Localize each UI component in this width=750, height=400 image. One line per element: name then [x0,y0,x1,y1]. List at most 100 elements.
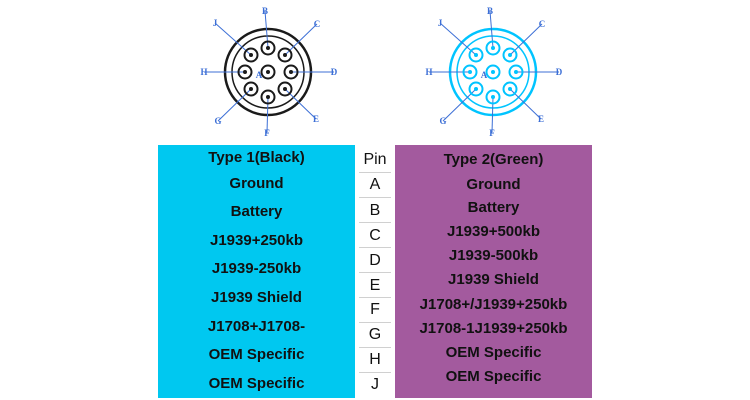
type1-pin-dot-E [283,87,287,91]
type2-pin-A [485,64,501,80]
type2-pin-C [502,47,518,63]
type1-leader-G [217,88,252,122]
type2-pin-J [468,47,484,63]
pin-e: E [369,277,381,294]
type2-pin-c: J1939+500kb [446,223,540,240]
pin-b: B [369,202,381,219]
pin-g: G [368,326,382,343]
pin-column: Pin A B C D E F G H J [355,145,395,398]
type1-pin-B [260,40,276,56]
type2-label-G: G [439,116,446,126]
pin-f: F [370,301,380,318]
type1-pin-J [243,47,259,63]
divider [359,297,391,298]
type2-pin-E [502,81,518,97]
type1-label-G: G [214,116,221,126]
type2-header: Type 2(Green) [443,151,544,168]
type2-connector-diagram: A B C D E F G H J [425,6,563,138]
type2-pin-b: Battery [467,199,520,216]
pin-header: Pin [363,151,387,168]
type2-label-J: J [438,18,443,28]
type1-pin-dot-J [249,53,253,57]
type1-leader-J [214,22,252,56]
type1-pin-C [277,47,293,63]
type2-pin-D [508,64,524,80]
divider [359,222,391,223]
type2-pin-dot-H [468,70,472,74]
type2-pin-dot-G [474,87,478,91]
type2-pin-dot-E [508,87,512,91]
type1-pin-dot-H [243,70,247,74]
type2-pin-dot-C [508,53,512,57]
type1-pin-dot-G [249,87,253,91]
type1-label-J: J [213,18,218,28]
type1-pin-dot-D [289,70,293,74]
type1-label-E: E [313,114,319,124]
divider [359,322,391,323]
type2-pin-j: OEM Specific [445,368,542,385]
type1-pin-E [277,81,293,97]
type2-pin-B [485,40,501,56]
type1-pin-b: Battery [230,203,283,220]
type2-pin-H [462,64,478,80]
type1-pin-dot-C [283,53,287,57]
type2-pin-d: J1939-500kb [448,247,539,264]
type1-label-D: D [331,67,338,77]
type2-pin-F [485,89,501,105]
type2-pin-e: J1939 Shield [448,271,539,288]
type1-label-B: B [262,6,268,16]
type1-column: Type 1(Black) Ground Battery J1939+250kb… [158,145,355,398]
type1-pin-dot-B [266,46,270,50]
type2-pin-G [468,81,484,97]
divider [359,247,391,248]
type2-label-C: C [539,19,546,29]
type1-pin-A [260,64,276,80]
type2-label-A: A [481,70,488,80]
type1-pin-G [243,81,259,97]
type1-pin-F [260,89,276,105]
type2-pin-f: J1708+/J1939+250kb [419,296,568,313]
divider [359,197,391,198]
type1-label-A: A [256,70,263,80]
type2-label-D: D [556,67,563,77]
pin-a: A [369,176,381,193]
divider [359,372,391,373]
type1-pin-g: OEM Specific [208,346,305,363]
type2-pin-dot-A [491,70,495,74]
type2-label-E: E [538,114,544,124]
pin-j: J [371,376,379,393]
type1-pin-e: J1939 Shield [211,289,302,306]
divider [359,272,391,273]
type1-pin-H [237,64,253,80]
divider [359,347,391,348]
type2-label-H: H [425,67,432,77]
type1-label-F: F [264,128,270,138]
divider [359,172,391,173]
type1-pin-a: Ground [229,175,284,192]
type2-leader-J [439,22,477,56]
type2-leader-G [442,88,477,122]
type1-pin-h: OEM Specific [208,375,305,392]
type2-label-F: F [489,128,495,138]
type2-pin-g: J1708-1J1939+250kb [419,320,568,337]
type1-connector-diagram: A B C D E F G H J [200,6,338,138]
type2-pin-dot-B [491,46,495,50]
type1-pin-dot-F [266,95,270,99]
type1-pin-f: J1708+J1708- [207,318,306,335]
type2-pin-dot-J [474,53,478,57]
type2-pin-h: OEM Specific [445,344,542,361]
type1-pin-dot-A [266,70,270,74]
type1-label-H: H [200,67,207,77]
pin-c: C [369,227,381,244]
type2-pin-dot-F [491,95,495,99]
type2-pin-a: Ground [466,176,521,193]
type1-pin-d: J1939-250kb [211,260,302,277]
type1-label-C: C [314,19,321,29]
type2-pin-dot-D [514,70,518,74]
type1-pin-c: J1939+250kb [209,232,303,249]
type1-pin-D [283,64,299,80]
type1-header: Type 1(Black) [208,149,305,166]
pin-d: D [369,252,381,269]
type2-label-B: B [487,6,493,16]
type2-column: Type 2(Green) Ground Battery J1939+500kb… [395,145,592,398]
